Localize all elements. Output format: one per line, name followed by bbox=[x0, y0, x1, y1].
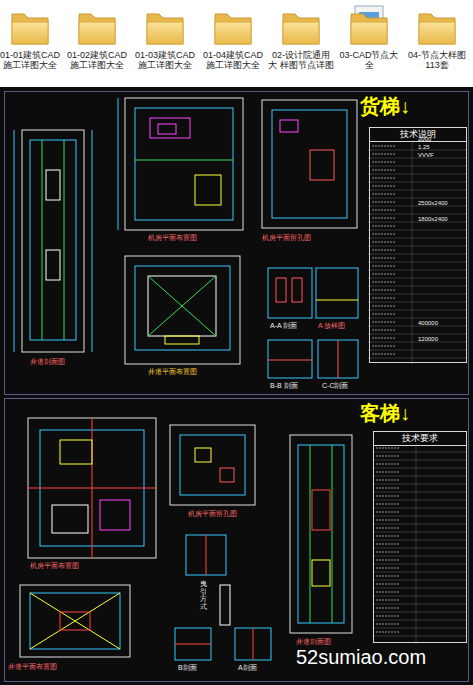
folder-label: 03-CAD节点大 全 bbox=[336, 50, 402, 71]
folder-icon bbox=[12, 14, 48, 44]
view-title: 曳引方式 bbox=[200, 580, 207, 611]
folder-label: 01-01建筑CAD 施工详图大全 bbox=[0, 50, 63, 71]
view-title: A 放样图 bbox=[318, 322, 345, 330]
table-cell: 120000 bbox=[418, 336, 438, 343]
folder-icon bbox=[215, 14, 251, 44]
view-title: 井道剖面图 bbox=[296, 638, 331, 646]
view-title: B-B 剖面 bbox=[270, 382, 298, 390]
panel-title: 客梯↓ bbox=[360, 401, 410, 425]
view-title: A剖面 bbox=[238, 664, 257, 672]
view-title: 井道平面布置图 bbox=[148, 368, 197, 376]
drawing-panel: 客梯↓ 技术要求 bbox=[4, 398, 469, 682]
folder-label: 01-03建筑CAD 施工详图大全 bbox=[132, 50, 198, 71]
folder-icon bbox=[147, 14, 183, 44]
view-title: 机房平面留孔图 bbox=[262, 234, 311, 242]
folder-icon bbox=[351, 6, 387, 44]
folder-icon bbox=[283, 14, 319, 44]
folder-label: 04-节点大样图 113套 bbox=[404, 50, 470, 71]
table-cell: 1800x2400 bbox=[418, 216, 448, 223]
cad-background bbox=[0, 87, 473, 685]
table-cell: 2000 bbox=[418, 136, 431, 143]
folder-label: 01-04建筑CAD 施工详图大全 bbox=[200, 50, 266, 71]
spec-table: 技术说明 bbox=[369, 127, 467, 363]
folder-icon bbox=[419, 14, 455, 44]
folder-label: 01-02建筑CAD 施工详图大全 bbox=[64, 50, 130, 71]
table-cell: 1.25 bbox=[418, 144, 430, 151]
view-title: 井道平面布置图 bbox=[8, 663, 57, 671]
view-title: 机房平面布置图 bbox=[148, 234, 197, 242]
panel-title: 货梯↓ bbox=[360, 94, 410, 118]
folder-icon bbox=[79, 14, 115, 44]
folder-label: 02-设计院通用大 样图节点详图 bbox=[268, 50, 334, 71]
view-title: C-C剖面 bbox=[322, 382, 348, 390]
view-title: 井道剖面图 bbox=[30, 358, 65, 366]
view-title: B剖面 bbox=[178, 664, 197, 672]
table-cell: 400000 bbox=[418, 320, 438, 327]
table-heading: 技术要求 bbox=[374, 432, 466, 446]
spec-table: 技术要求 bbox=[373, 431, 467, 643]
table-cell: 2500x2400 bbox=[418, 200, 448, 207]
watermark: 52sumiao.com bbox=[296, 646, 426, 669]
view-title: A-A 剖面 bbox=[270, 322, 297, 330]
table-cell: VVVF bbox=[418, 152, 434, 159]
drawing-panel: 货梯↓ 技术说明 bbox=[4, 91, 469, 395]
view-title: 机房平面留孔图 bbox=[188, 510, 237, 518]
view-title: 机房平面布置图 bbox=[30, 562, 79, 570]
